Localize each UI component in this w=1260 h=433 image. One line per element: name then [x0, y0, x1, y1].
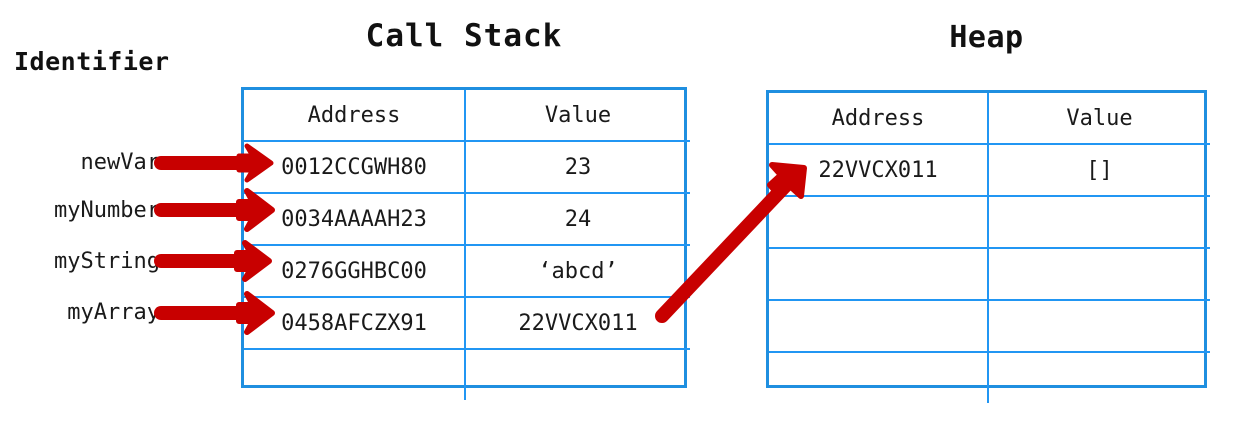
cell-value [987, 299, 1210, 353]
identifier-label-newvar: newVar [80, 150, 160, 175]
identifier-label-mystring: myString [54, 249, 160, 274]
cell-value [464, 348, 690, 400]
cell-value [987, 247, 1210, 301]
cell-address: 0458AFCZX91 [244, 296, 466, 350]
cell-address: 22VVCX011 [769, 143, 989, 197]
call-stack-table: Address Value 0012CCGWH80 23 0034AAAAH23… [241, 87, 690, 400]
table-row: 22VVCX011 [] [769, 143, 1210, 197]
cell-value: 24 [464, 192, 690, 246]
table-row [244, 348, 690, 400]
cell-address [769, 299, 989, 353]
identifier-label-mynumber: myNumber [54, 198, 160, 223]
identifier-column-heading: Identifier [14, 47, 170, 76]
identifier-label-myarray: myArray [67, 300, 160, 325]
table-row: 0458AFCZX91 22VVCX011 [244, 296, 690, 350]
column-header-value: Value [987, 93, 1210, 145]
cell-value: 23 [464, 140, 690, 194]
cell-address: 0034AAAAH23 [244, 192, 466, 246]
cell-address [769, 247, 989, 301]
cell-value [987, 351, 1210, 403]
column-header-address: Address [244, 90, 466, 142]
cell-value [987, 195, 1210, 249]
cell-address [244, 348, 466, 400]
column-header-value: Value [464, 90, 690, 142]
call-stack-title: Call Stack [365, 18, 563, 54]
table-row [769, 351, 1210, 403]
table-row: 0034AAAAH23 24 [244, 192, 690, 246]
cell-address [769, 195, 989, 249]
cell-value: 22VVCX011 [464, 296, 690, 350]
column-header-address: Address [769, 93, 989, 145]
table-header-row: Address Value [244, 90, 690, 142]
table-row [769, 195, 1210, 249]
heap-table: Address Value 22VVCX011 [] [766, 90, 1210, 403]
table-row [769, 247, 1210, 301]
cell-address: 0012CCGWH80 [244, 140, 466, 194]
cell-value: [] [987, 143, 1210, 197]
cell-value: ‘abcd’ [464, 244, 690, 298]
cell-address [769, 351, 989, 403]
table-row: 0276GGHBC00 ‘abcd’ [244, 244, 690, 298]
cell-address: 0276GGHBC00 [244, 244, 466, 298]
table-header-row: Address Value [769, 93, 1210, 145]
table-row: 0012CCGWH80 23 [244, 140, 690, 194]
heap-title: Heap [949, 20, 1024, 55]
table-row [769, 299, 1210, 353]
